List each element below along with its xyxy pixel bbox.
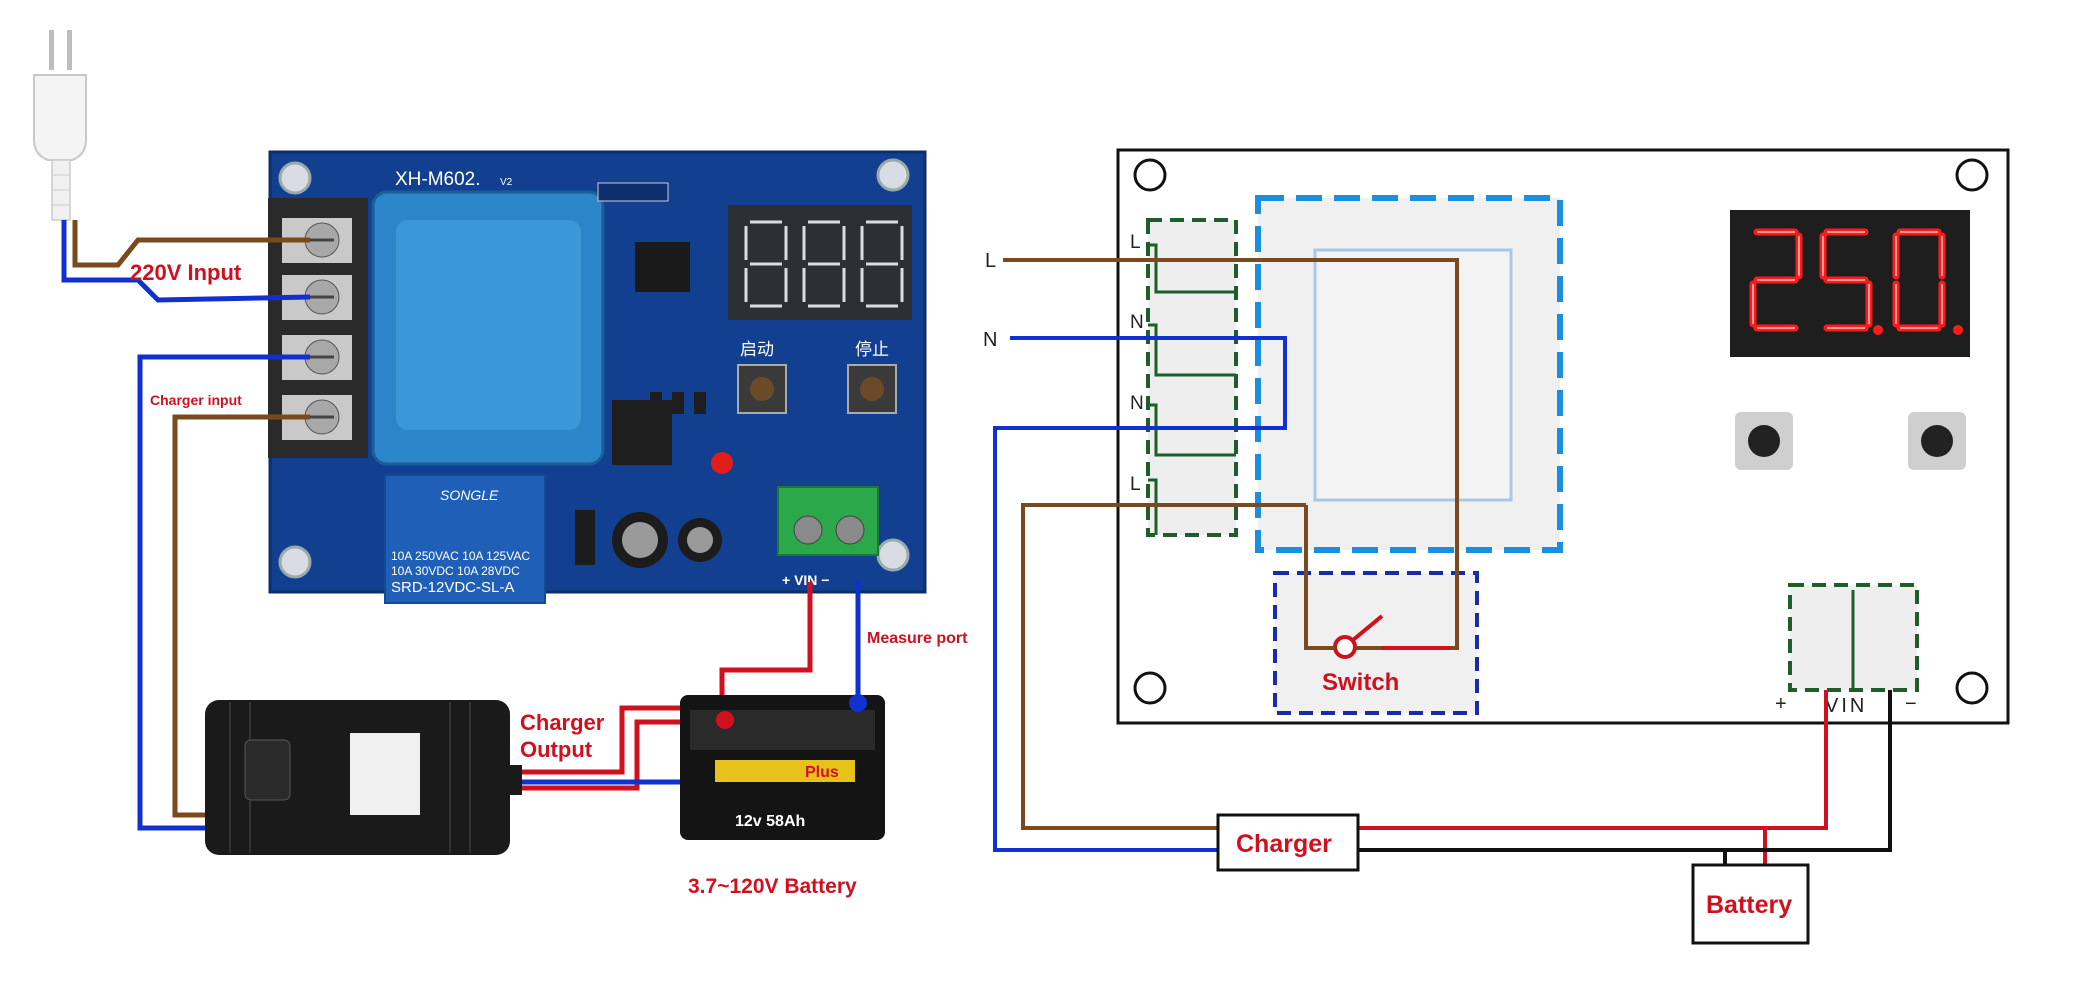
schematic-terminal-block: L N N L <box>1130 218 1238 537</box>
label-battery-range: 3.7~120V Battery <box>688 875 857 898</box>
transformer <box>371 190 605 466</box>
mount-hole-icon <box>1133 671 1167 705</box>
battery-positive-terminal-icon <box>716 711 734 729</box>
stop-button-label: 停止 <box>855 340 889 359</box>
battery-spec: 12v 58Ah <box>735 813 805 830</box>
schematic-vin-terminal: + VIN − <box>1775 583 1919 717</box>
mount-hole-icon <box>1955 158 1989 192</box>
start-button-label: 启动 <box>740 340 774 359</box>
label-charger-input: Charger input <box>150 392 242 408</box>
relay-rating-line1: 10A 250VAC 10A 125VAC <box>391 549 530 563</box>
battery-box-label: Battery <box>1706 891 1792 919</box>
schematic-battery-box: Battery <box>1691 863 1810 945</box>
car-battery: Plus 12v 58Ah <box>680 694 885 840</box>
charger-brick <box>205 700 522 855</box>
battery-negative-terminal-icon <box>849 694 867 712</box>
mount-hole-icon <box>278 161 312 195</box>
button-cap-icon <box>860 377 884 401</box>
board-version-label: V2 <box>500 177 513 188</box>
board-seven-segment-display <box>728 205 912 320</box>
stop-tactile-button <box>847 364 897 414</box>
relay-brand: SONGLE <box>440 487 499 503</box>
button-cap-icon <box>750 377 774 401</box>
wire-label-L: L <box>985 250 996 272</box>
vin-plus-label: + <box>1775 693 1787 715</box>
display-value: 25.0 <box>1740 236 1749 241</box>
wire-label-N: N <box>983 329 997 351</box>
schematic-charger-box: Charger <box>1216 813 1360 872</box>
mount-hole-icon <box>876 538 910 572</box>
terminal-label-L2: L <box>1130 474 1141 495</box>
mount-hole-icon <box>278 545 312 579</box>
relay-model: SRD-12VDC-SL-A <box>391 579 514 596</box>
terminal-label-L1: L <box>1130 232 1141 253</box>
terminal-label-N1: N <box>1130 312 1144 333</box>
start-tactile-button <box>737 364 787 414</box>
mount-hole-icon <box>876 158 910 192</box>
xh-m602-board: XH-M602. V2 <box>268 150 927 604</box>
led-indicator-icon <box>711 452 733 474</box>
label-charger-output-line1: Charger <box>520 710 605 735</box>
label-measure-port: Measure port <box>867 630 968 647</box>
charger-label-sticker <box>350 733 420 815</box>
vin-terminal-label: + VIN − <box>782 572 829 588</box>
power-plug-icon <box>33 30 87 221</box>
schematic-transformer <box>1255 195 1563 553</box>
relay: SONGLE 10A 250VAC 10A 125VAC 10A 30VDC 1… <box>384 474 546 604</box>
mount-hole-icon <box>1955 671 1989 705</box>
ic-chip <box>635 242 690 292</box>
left-photo-diagram: XH-M602. V2 <box>33 30 968 898</box>
voltage-regulator <box>612 400 672 465</box>
battery-brand: Plus <box>805 764 839 781</box>
charger-box-label: Charger <box>1236 830 1332 858</box>
mount-hole-icon <box>1133 158 1167 192</box>
schematic-wires <box>993 258 1892 865</box>
label-220v-input: 220V Input <box>130 260 242 285</box>
schematic-button-left <box>1735 412 1793 470</box>
relay-rating-line2: 10A 30VDC 10A 28VDC <box>391 564 520 578</box>
diode <box>575 510 595 565</box>
schematic-button-right <box>1908 412 1966 470</box>
vin-green-terminal: + VIN − <box>777 486 879 588</box>
terminal-label-N2: N <box>1130 393 1144 414</box>
switch-label: Switch <box>1322 669 1399 696</box>
header-pins <box>597 182 669 202</box>
schematic-display: 25.0 <box>1730 210 1970 357</box>
vin-minus-label: − <box>1905 693 1917 715</box>
vin-label: VIN <box>1825 695 1867 717</box>
right-schematic-diagram: L N N L Switch 25.0 <box>983 148 2010 945</box>
board-model-label: XH-M602. <box>395 169 481 190</box>
label-charger-output-line2: Output <box>520 737 593 762</box>
schematic-switch: Switch <box>1273 571 1479 715</box>
